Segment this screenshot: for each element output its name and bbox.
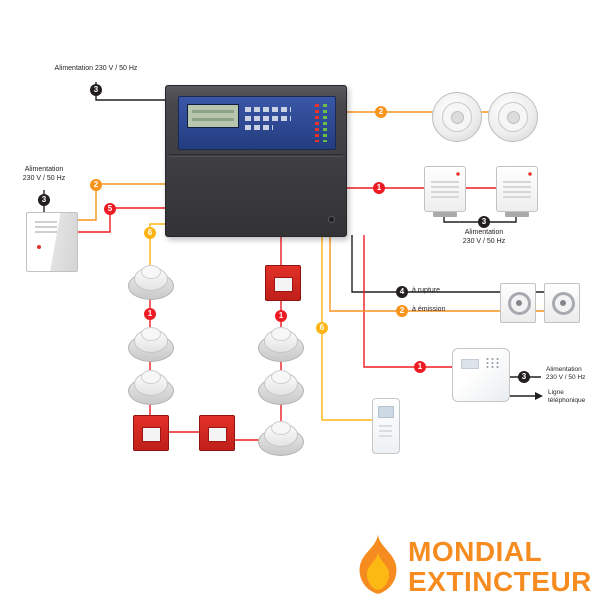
cable-marker-5: 5 — [104, 203, 116, 215]
cable-marker-2: 2 — [375, 106, 387, 118]
cable-marker-1: 1 — [275, 310, 287, 322]
manual-call-point — [133, 415, 169, 451]
label-power-transmitter-line2: 230 V / 50 Hz — [546, 374, 586, 382]
manual-call-point — [199, 415, 235, 451]
panel-button-row — [245, 125, 273, 130]
smoke-detector — [258, 370, 304, 405]
cable-marker-1: 1 — [373, 182, 385, 194]
label-power-transmitter-line1: Alimentation — [546, 366, 582, 373]
phone-line-arrowhead — [535, 392, 543, 400]
label-break-mode: à rupture — [412, 287, 441, 294]
cable-marker-4: 4 — [396, 286, 408, 298]
cable-marker-3: 3 — [518, 371, 530, 383]
interface-module — [372, 398, 400, 454]
panel-button-row — [245, 107, 291, 112]
panel-led-column-green — [323, 104, 327, 142]
panel-door-seam — [169, 154, 343, 157]
cable-marker-3: 3 — [478, 216, 490, 228]
brand-name-line1: MONDIAL — [408, 536, 543, 567]
alarm-cables-orange — [77, 111, 556, 312]
cable-marker-1: 1 — [414, 361, 426, 373]
cable-marker-6: 6 — [316, 322, 328, 334]
smoke-detector — [128, 370, 174, 405]
label-power-baas-line1: Alimentation — [464, 229, 504, 236]
label-power-top: Alimentation 230 V / 50 Hz — [54, 65, 138, 72]
panel-button-row — [245, 116, 291, 121]
cable-marker-2: 2 — [90, 179, 102, 191]
cable-marker-3: 3 — [38, 194, 50, 206]
panel-door-lock — [329, 217, 334, 222]
telephone-transmitter — [452, 348, 510, 402]
cable-marker-3: 3 — [90, 84, 102, 96]
label-power-baas-line2: 230 V / 50 Hz — [462, 237, 506, 245]
door-holder-magnet — [500, 283, 536, 323]
smoke-detector — [258, 327, 304, 362]
label-phone-line-line2: téléphonique — [548, 397, 586, 405]
label-power-transmitter: Alimentation 230 V / 50 Hz — [546, 366, 600, 382]
power-supply-unit — [26, 212, 78, 272]
manual-call-point — [265, 265, 301, 301]
door-holder-magnet — [544, 283, 580, 323]
alarm-sounder-unit — [424, 166, 466, 217]
label-power-baas: Alimentation 230 V / 50 Hz — [430, 229, 538, 247]
cable-marker-6: 6 — [144, 227, 156, 239]
siren-sounder — [432, 92, 482, 142]
label-emit-mode: à émission — [412, 306, 446, 313]
smoke-detector — [258, 421, 304, 456]
smoke-detector — [128, 327, 174, 362]
label-phone-line-line1: Ligne — [548, 389, 564, 396]
cable-marker-2: 2 — [396, 305, 408, 317]
panel-led-column-red — [315, 104, 319, 142]
alarm-sounder-unit — [496, 166, 538, 217]
label-phone-line: Ligne téléphonique — [548, 389, 600, 405]
lcd-display — [187, 104, 239, 128]
brand-flame-icon — [359, 534, 397, 594]
smoke-detector — [128, 265, 174, 300]
cable-marker-1: 1 — [144, 308, 156, 320]
control-panel-faceplate — [178, 96, 336, 150]
label-power-left: Alimentation 230 V / 50 Hz — [8, 166, 80, 184]
label-power-left-line2: 230 V / 50 Hz — [22, 174, 66, 182]
label-power-left-line1: Alimentation — [24, 166, 64, 173]
brand-name-line2: EXTINCTEUR — [408, 566, 592, 597]
siren-sounder — [488, 92, 538, 142]
zone-cables-yellow — [149, 223, 374, 421]
fire-alarm-control-panel — [165, 85, 347, 237]
